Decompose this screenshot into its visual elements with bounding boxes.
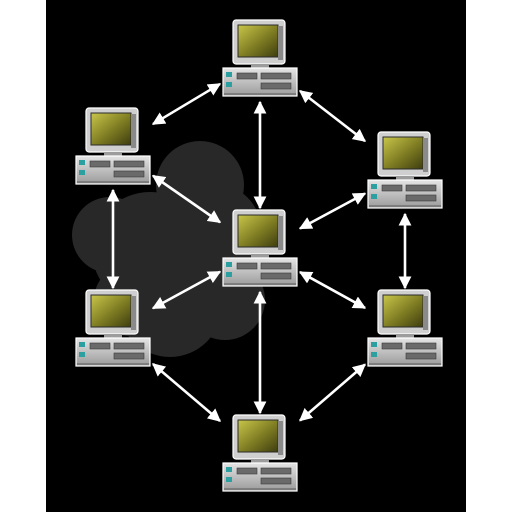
monitor-side	[278, 26, 283, 60]
power-light	[79, 160, 85, 165]
monitor-side	[423, 296, 428, 330]
monitor-stand	[104, 334, 122, 338]
upper-right-computer-icon	[367, 131, 443, 209]
power-light	[79, 352, 85, 357]
monitor-screen	[237, 214, 279, 248]
system-unit	[222, 67, 298, 97]
top-computer-icon	[222, 19, 298, 97]
system-unit	[367, 179, 443, 209]
drive-bay	[113, 160, 145, 168]
center-computer-icon	[222, 209, 298, 287]
monitor-side	[278, 421, 283, 455]
power-light	[371, 352, 377, 357]
drive-bay	[260, 467, 292, 475]
drive-bay	[260, 272, 292, 280]
link-arrow-top-upper-right	[298, 89, 367, 143]
links-group	[106, 82, 412, 422]
monitor-stand	[396, 334, 414, 338]
link-arrow-upper-left-center	[151, 174, 222, 224]
power-light	[226, 82, 232, 87]
power-light	[226, 262, 232, 267]
monitor-stand	[251, 254, 269, 258]
power-light	[371, 184, 377, 189]
drive-bay	[260, 477, 292, 485]
drive-bay	[260, 262, 292, 270]
system-unit	[75, 155, 151, 185]
drive-bay	[405, 184, 437, 192]
link-arrow-top-upper-left	[151, 82, 222, 126]
monitor-side	[131, 296, 136, 330]
drive-bay	[113, 342, 145, 350]
drive-bay	[381, 184, 403, 192]
system-unit	[367, 337, 443, 367]
monitor-stand	[251, 64, 269, 68]
drive-bay	[381, 342, 403, 350]
cloud-blob	[72, 197, 148, 273]
power-light	[226, 477, 232, 482]
monitor-screen	[382, 136, 424, 170]
drive-bay	[89, 342, 111, 350]
link-arrow-upper-right-center	[298, 192, 367, 230]
drive-bay	[405, 194, 437, 202]
drive-bay	[236, 262, 258, 270]
drive-bay	[260, 72, 292, 80]
monitor-stand	[396, 176, 414, 180]
lower-left-computer-icon	[75, 289, 151, 367]
drive-bay	[236, 467, 258, 475]
drive-bay	[113, 170, 145, 178]
lower-right-computer-icon	[367, 289, 443, 367]
monitor-stand	[251, 459, 269, 463]
power-light	[79, 170, 85, 175]
power-light	[371, 342, 377, 347]
drive-bay	[113, 352, 145, 360]
monitor-screen	[237, 419, 279, 453]
link-arrow-center-lower-right	[298, 270, 367, 310]
power-light	[79, 342, 85, 347]
link-arrow-center-lower-left	[151, 270, 222, 310]
power-light	[226, 467, 232, 472]
monitor-side	[278, 216, 283, 250]
link-arrow-lower-right-bottom	[299, 363, 366, 422]
drive-bay	[405, 342, 437, 350]
power-light	[371, 194, 377, 199]
power-light	[226, 272, 232, 277]
system-unit	[75, 337, 151, 367]
drive-bay	[89, 160, 111, 168]
drive-bay	[260, 82, 292, 90]
monitor-screen	[90, 294, 132, 328]
system-unit	[222, 462, 298, 492]
monitor-side	[423, 138, 428, 172]
nodes-group	[75, 19, 443, 492]
system-unit	[222, 257, 298, 287]
drive-bay	[236, 72, 258, 80]
upper-left-computer-icon	[75, 107, 151, 185]
monitor-screen	[237, 24, 279, 58]
monitor-screen	[90, 112, 132, 146]
bottom-computer-icon	[222, 414, 298, 492]
link-arrow-lower-left-bottom	[152, 363, 221, 422]
drive-bay	[405, 352, 437, 360]
power-light	[226, 72, 232, 77]
monitor-screen	[382, 294, 424, 328]
monitor-side	[131, 114, 136, 148]
monitor-stand	[104, 152, 122, 156]
